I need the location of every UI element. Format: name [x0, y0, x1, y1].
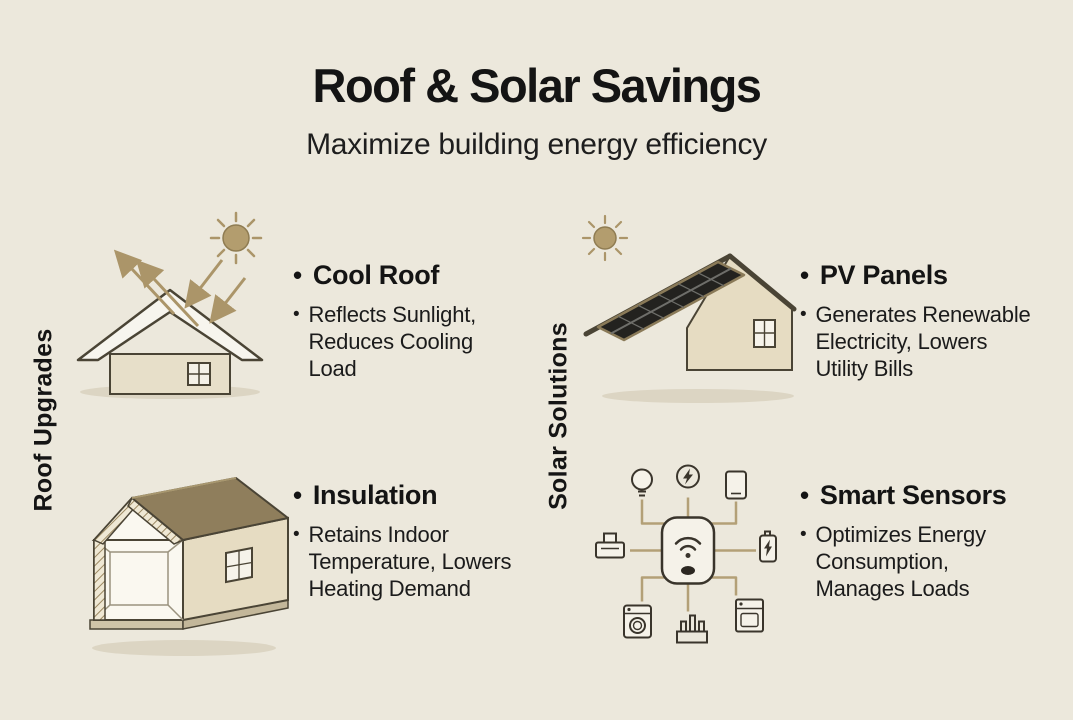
- item-cool-roof-description: • Reflects Sunlight, Reduces Cooling Loa…: [293, 302, 477, 381]
- item-insulation-heading: • Insulation: [293, 480, 438, 510]
- connector-lines: [630, 497, 756, 612]
- desc-bullet: •: [800, 304, 807, 325]
- item-cool-roof-heading: • Cool Roof: [293, 260, 440, 290]
- desc-bullet: •: [293, 524, 300, 545]
- section-label-roof-upgrades: Roof Upgrades: [29, 328, 58, 512]
- item-pv-panels-description: • Generates Renewable Electricity, Lower…: [800, 302, 1031, 381]
- heading-bullet: •: [293, 480, 302, 510]
- ground-shadow: [602, 389, 794, 403]
- heading-bullet: •: [293, 260, 302, 290]
- item-insulation-description: • Retains Indoor Temperature, Lowers Hea…: [293, 522, 512, 601]
- sun-icon: [581, 214, 629, 262]
- item-smart-sensors-description: • Optimizes Energy Consumption, Manages …: [800, 522, 986, 601]
- reflected-sunlight-arrows: [113, 249, 247, 328]
- cool-roof-surface: [76, 288, 264, 362]
- tablet-icon: [725, 470, 747, 500]
- insulation-illustration: [76, 448, 290, 663]
- sun-icon: [209, 211, 263, 265]
- cool-roof-illustration: [70, 202, 288, 402]
- wifi-icon: [674, 536, 702, 551]
- section-label-solar-solutions: Solar Solutions: [544, 322, 573, 510]
- washing-machine-icon: [623, 604, 652, 639]
- page-title: Roof & Solar Savings: [312, 59, 762, 112]
- lightbulb-icon: [631, 468, 653, 497]
- desc-bullet: •: [800, 524, 807, 545]
- house-icon: [76, 288, 264, 395]
- ground-shadow: [92, 640, 276, 656]
- item-insulation: • Insulation • Retains Indoor Temperatur…: [293, 480, 534, 602]
- solar-panel-array-icon: [596, 260, 746, 342]
- dishwasher-icon: [735, 598, 764, 633]
- insulated-house-cutaway-icon: [89, 477, 289, 630]
- desc-bullet: •: [293, 304, 300, 325]
- item-cool-roof: • Cool Roof • Reflects Sunlight, Reduces…: [293, 260, 504, 382]
- heading-bullet: •: [800, 480, 809, 510]
- item-smart-sensors-heading: • Smart Sensors: [800, 480, 1007, 510]
- battery-icon: [759, 530, 777, 563]
- power-bolt-icon: [676, 464, 700, 489]
- heading-bullet: •: [800, 260, 809, 290]
- pv-panels-illustration: [580, 208, 808, 408]
- factory-icon: [676, 614, 708, 644]
- smart-sensors-illustration: [580, 448, 800, 663]
- fax-machine-icon: [595, 532, 625, 559]
- item-pv-panels-heading: • PV Panels: [800, 260, 948, 290]
- page-subtitle: Maximize building energy efficiency: [306, 128, 767, 161]
- item-pv-panels: • PV Panels • Generates Renewable Electr…: [800, 260, 1033, 382]
- item-smart-sensors: • Smart Sensors • Optimizes Energy Consu…: [800, 480, 1015, 602]
- house-icon: [583, 253, 797, 371]
- smart-hub-icon: [660, 516, 716, 585]
